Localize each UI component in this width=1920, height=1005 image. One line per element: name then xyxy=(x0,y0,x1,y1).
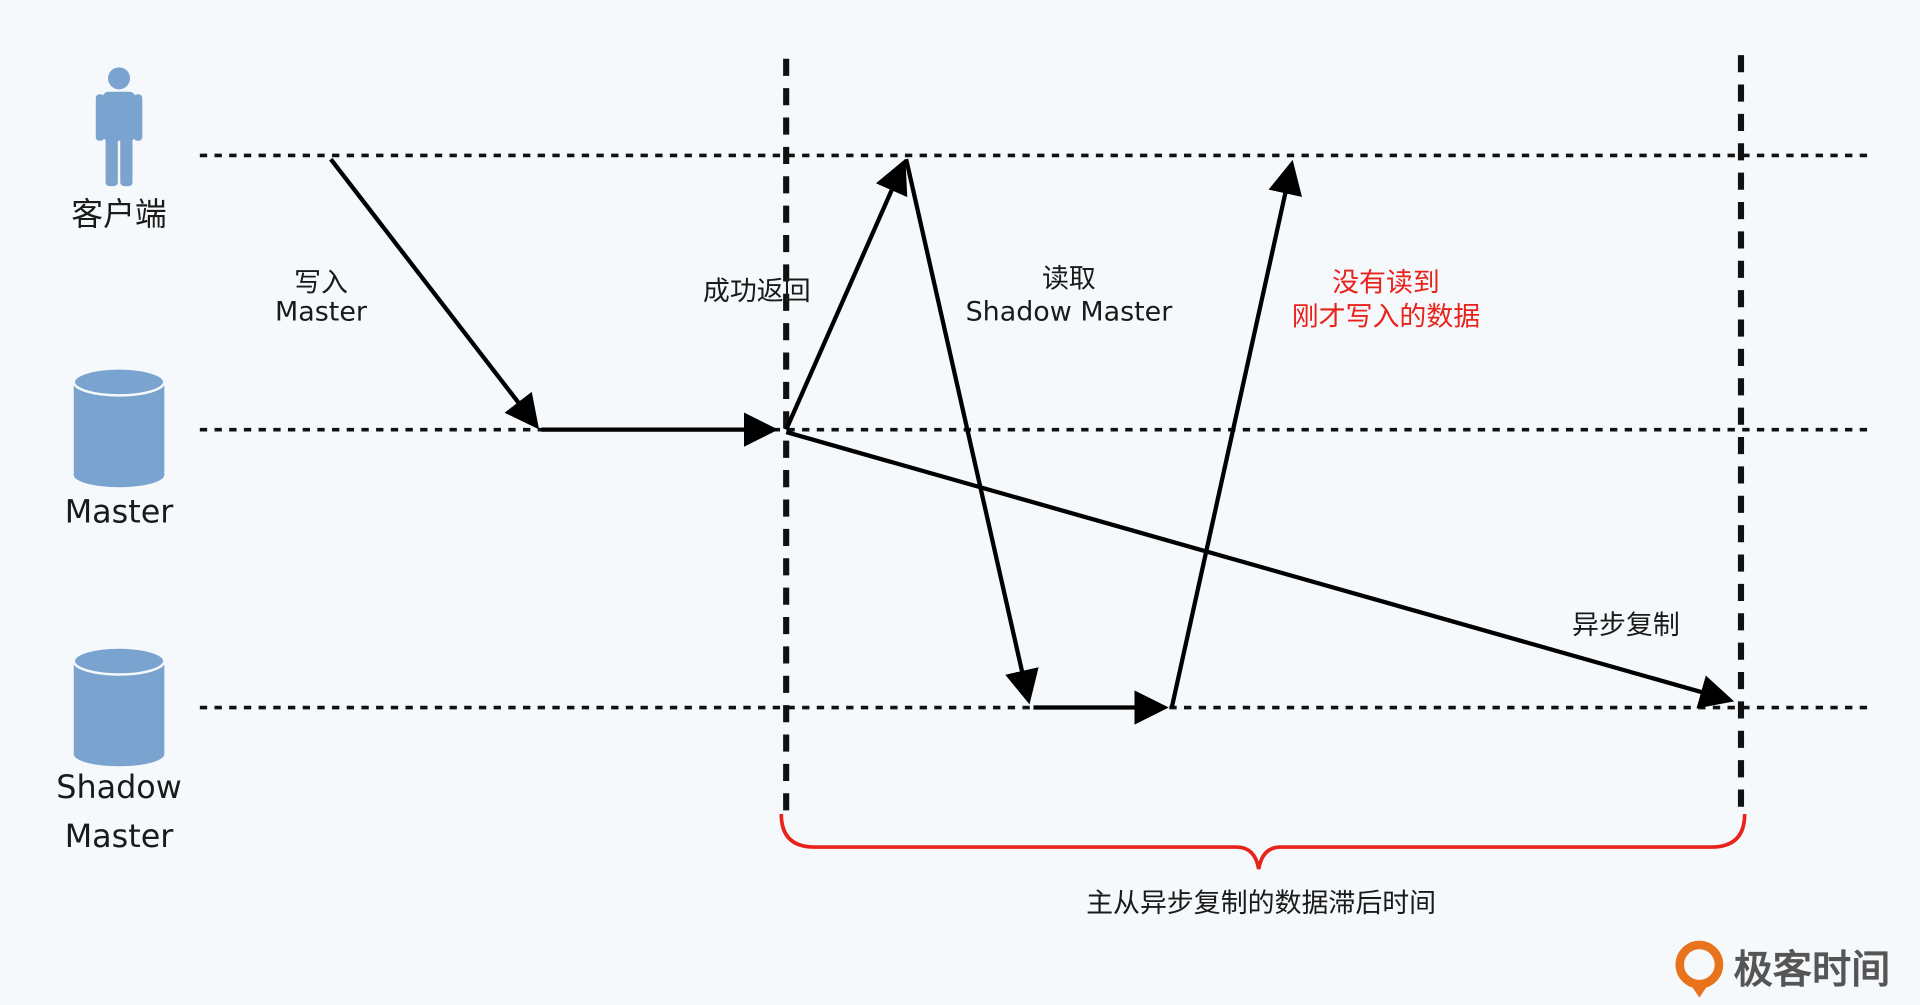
logo-text: 极客时间 xyxy=(1734,948,1891,993)
async-replication-arrow xyxy=(785,430,1735,709)
write-label-2: Master xyxy=(275,297,368,328)
stale-read-return-arrow xyxy=(1169,159,1303,709)
lag-time-label: 主从异步复制的数据滞后时间 xyxy=(1086,888,1436,919)
client-label: 客户端 xyxy=(71,195,166,233)
shadow-master-label-1: Shadow xyxy=(56,768,182,806)
write-label-1: 写入 xyxy=(294,267,348,298)
success-return-arrow xyxy=(784,158,908,431)
geektime-logo: 极客时间 xyxy=(1675,940,1891,998)
database-icon xyxy=(72,367,166,488)
async-replication-label: 异步复制 xyxy=(1572,610,1680,641)
database-icon xyxy=(72,646,166,767)
read-shadow-arrow xyxy=(904,158,1039,705)
success-return-label: 成功返回 xyxy=(703,276,811,307)
shadow-master-label-2: Master xyxy=(65,817,175,855)
master-label: Master xyxy=(65,493,175,531)
write-arrow xyxy=(329,157,540,430)
not-read-label-2: 刚才写入的数据 xyxy=(1292,302,1480,333)
read-label-1: 读取 xyxy=(1042,264,1096,295)
lag-brace xyxy=(779,813,1747,870)
read-label-2: Shadow Master xyxy=(966,297,1174,328)
not-read-label-1: 没有读到 xyxy=(1332,267,1440,298)
person-icon xyxy=(95,67,143,187)
